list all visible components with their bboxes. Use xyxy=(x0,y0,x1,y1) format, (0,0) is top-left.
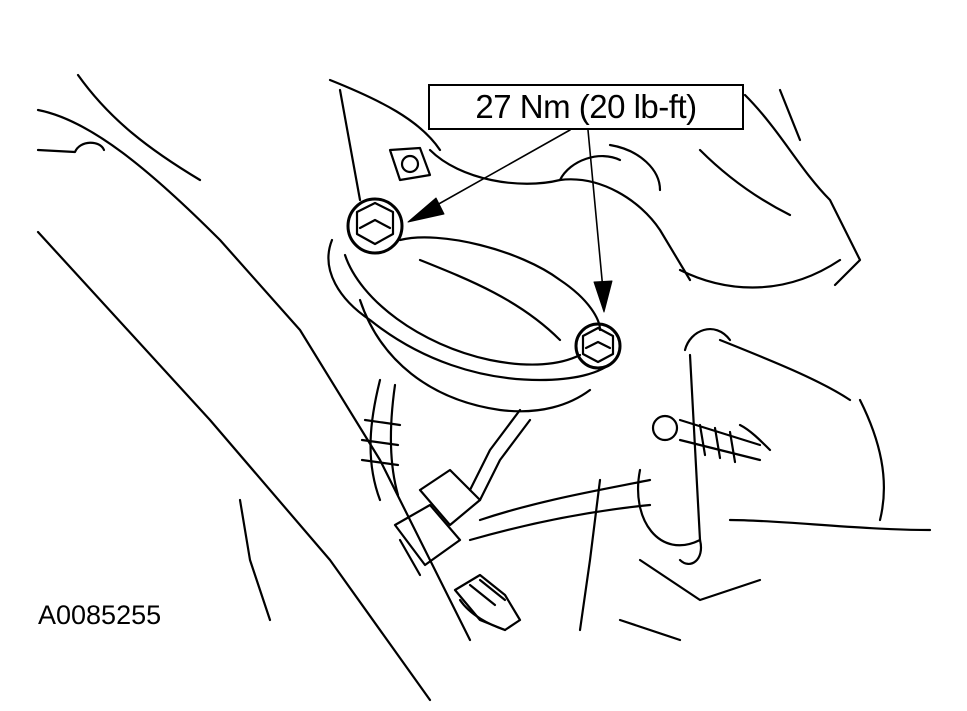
arrowheads xyxy=(407,197,613,313)
chassis-lines xyxy=(238,398,886,642)
clamp-icon xyxy=(637,328,932,565)
exhaust-pipe xyxy=(398,148,842,342)
upper-bolt-icon xyxy=(346,197,404,255)
stud-bolt-icon xyxy=(453,573,522,632)
figure-id: A0085255 xyxy=(38,600,162,630)
sensor-wiring xyxy=(360,378,652,542)
torque-label: 27 Nm (20 lb-ft) xyxy=(475,88,697,125)
frame-rail xyxy=(36,73,472,702)
torque-callout: 27 Nm (20 lb-ft) xyxy=(428,84,744,130)
sensor-connector-icon xyxy=(393,468,482,577)
engine-block xyxy=(328,78,862,287)
arrow-icon xyxy=(427,129,604,291)
exhaust-flange xyxy=(327,238,617,413)
lower-bolt-icon xyxy=(574,322,622,370)
